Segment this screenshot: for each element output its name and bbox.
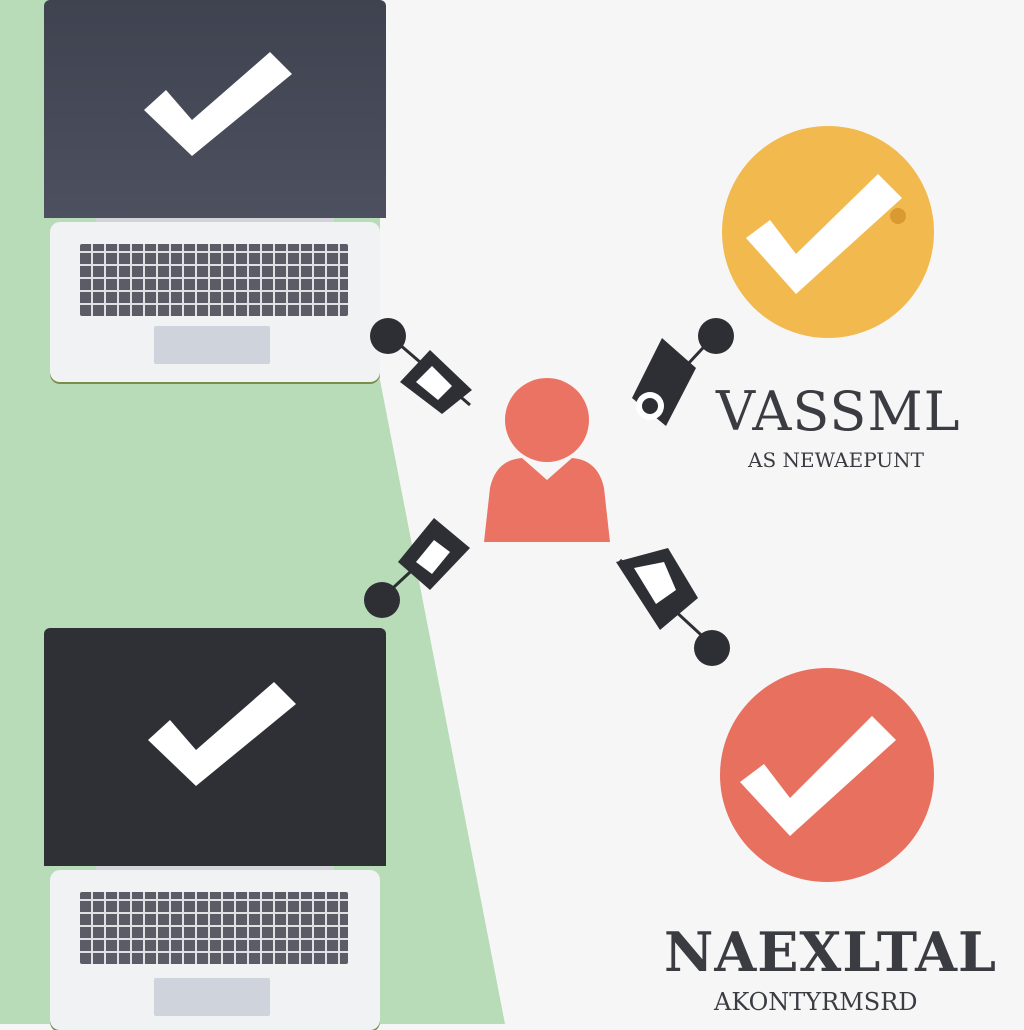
laptop-bottom [44, 628, 386, 1030]
plug-icon [616, 548, 698, 630]
check-icon [740, 716, 896, 836]
keyboard [80, 244, 348, 316]
accept-status-circle [722, 126, 934, 338]
check-icon [148, 682, 296, 786]
laptop-base [50, 222, 380, 382]
connector-dot [698, 318, 734, 354]
check-icon [746, 174, 906, 294]
check-icon [144, 52, 292, 156]
user-icon [484, 378, 610, 542]
laptop-base [50, 870, 380, 1030]
bottom-title: NAEXLTAL [664, 920, 997, 984]
trackpad [154, 978, 270, 1016]
laptop-top [44, 0, 386, 390]
top-subtitle: AS NEWAEPUNT [748, 448, 925, 472]
bottom-subtitle: AKONTYRMSRD [714, 988, 918, 1016]
reject-status-circle [720, 668, 934, 882]
connector-dot [694, 630, 730, 666]
trackpad [154, 326, 270, 364]
connector-dot [370, 318, 406, 354]
plug-icon [398, 518, 470, 590]
plug-icon [632, 338, 696, 426]
connector-dot [364, 582, 400, 618]
keyboard [80, 892, 348, 964]
top-title: VASSML [716, 380, 961, 443]
plug-icon [400, 350, 472, 414]
